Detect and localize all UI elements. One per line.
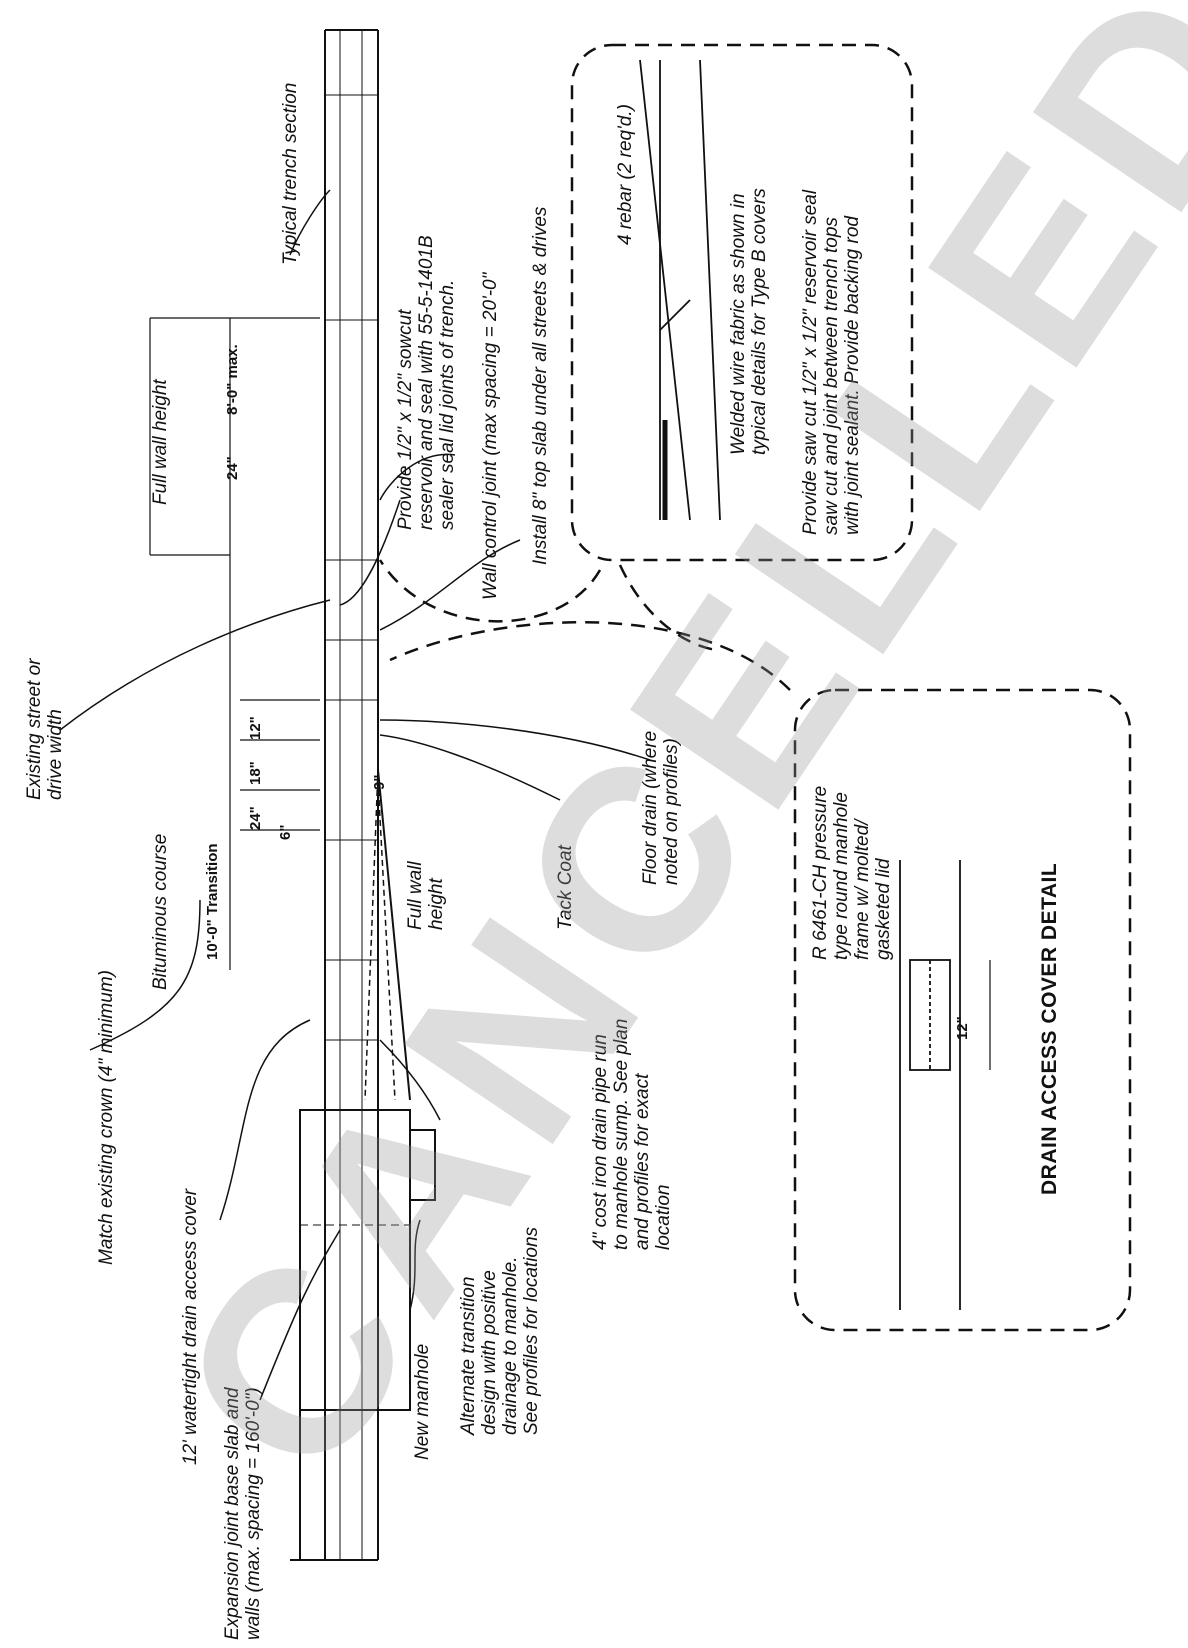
label-wall-control-joint: Wall control joint (max spacing = 20'-0" bbox=[480, 272, 501, 600]
dim-9: 9" bbox=[371, 774, 388, 790]
label-bituminous: Bituminous course bbox=[150, 833, 171, 990]
drain-cover-detail-callout bbox=[389, 620, 1132, 1332]
dim-24-left: 24" bbox=[247, 806, 264, 830]
dim-12-detail: 12" bbox=[954, 1016, 971, 1040]
dim-transition: 10'-0" Transition bbox=[204, 843, 221, 960]
dim-6: 6" bbox=[277, 824, 294, 840]
label-line: location bbox=[653, 1184, 674, 1251]
label-install-top-slab: Install 8" top slab under all streets & … bbox=[530, 206, 551, 565]
section-detail-drawing bbox=[639, 59, 721, 521]
section-detail-callout bbox=[378, 43, 914, 652]
label-line: Existing street or bbox=[24, 658, 45, 801]
manhole bbox=[299, 1109, 436, 1560]
label-line: reservoir and seal with 55-5-1401B bbox=[416, 235, 437, 530]
dim-18: 18" bbox=[247, 761, 264, 785]
label-line: Welded wire fabric as shown in bbox=[728, 193, 749, 455]
label-match-crown: Match existing crown (4" minimum) bbox=[96, 970, 117, 1265]
label-rebar: 4 rebar (2 req'd.) bbox=[615, 104, 636, 245]
label-line: frame w/ molted/ bbox=[852, 819, 873, 960]
leader-lines bbox=[59, 189, 651, 1401]
drain-cover-detail-drawing bbox=[899, 860, 991, 1310]
label-line: drive width bbox=[45, 709, 66, 800]
trench-structure bbox=[290, 29, 411, 1561]
dim-24-top: 24" bbox=[224, 456, 241, 480]
dim-12: 12" bbox=[247, 716, 264, 740]
label-typical-trench: Typical trench section bbox=[280, 82, 301, 265]
label-line: Provide 1/2" x 1/2" sowcut bbox=[395, 309, 416, 531]
label-full-wall-height: Full wall height bbox=[150, 379, 171, 505]
detail-title: DRAIN ACCESS COVER DETAIL bbox=[1038, 862, 1061, 1195]
label-line: gasketed lid bbox=[873, 858, 894, 960]
dimension-lines bbox=[149, 317, 320, 970]
dim-8ft-max: 8'-0" max. bbox=[224, 344, 241, 415]
label-line: sealer seal lid joints of trench. bbox=[437, 279, 458, 530]
